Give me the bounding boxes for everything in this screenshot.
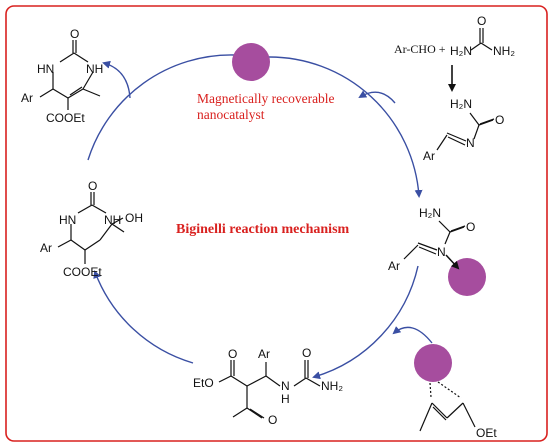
product-nh: NH: [86, 62, 103, 76]
open-urea-oxygen: O: [302, 346, 311, 360]
product-ester: COOEt: [46, 111, 85, 125]
cyclic-nh: NH: [104, 213, 121, 227]
imine-nitrogen: N: [466, 136, 475, 150]
open-ketone-oxygen: O: [268, 413, 277, 427]
product-aryl: Ar: [21, 91, 33, 105]
catalyst-label-line2: nanocatalyst: [197, 107, 265, 122]
open-amide-nitrogen: N: [281, 379, 290, 393]
reactant-urea-nh2: NH₂: [493, 44, 515, 58]
open-aryl: Ar: [258, 347, 270, 361]
activated-imine-nitrogen: N: [437, 245, 446, 259]
activated-imine-h2n: H₂N: [419, 206, 441, 220]
reactant-aldehyde: Ar-CHO +: [394, 42, 446, 56]
open-nh2: NH₂: [321, 379, 343, 393]
activated-imine-oxygen: O: [466, 220, 475, 234]
imine-oxygen: O: [495, 113, 504, 127]
cycle-branch-product-out: [102, 60, 131, 99]
cycle-arc-imine-to-open: [312, 265, 419, 380]
imine-h2n: H₂N: [450, 97, 472, 111]
cyclic-aryl: Ar: [40, 241, 52, 255]
catalytic-cycle: [87, 54, 433, 380]
reactant-urea-h2n: H₂N: [450, 44, 472, 58]
catalyst-sphere-ketoester: [414, 344, 452, 382]
bond-lines: [39, 28, 495, 432]
diagram-title: Biginelli reaction mechanism: [176, 222, 350, 237]
cyclic-carbonyl-oxygen: O: [88, 179, 97, 193]
cyclic-ester: COOEt: [63, 265, 102, 279]
cycle-arc-cyclic-to-catalyst: [87, 54, 235, 161]
cyclic-hn: HN: [59, 213, 76, 227]
imine-aryl: Ar: [423, 149, 435, 163]
cycle-arc-open-to-cyclic: [93, 270, 194, 364]
frame-border: [5, 5, 548, 442]
activated-imine-aryl: Ar: [388, 259, 400, 273]
cycle-arc-catalyst-to-imine: [267, 56, 423, 198]
reactant-urea-oxygen: O: [477, 14, 486, 28]
open-amide-hydrogen: H: [281, 392, 290, 406]
cycle-branch-ketoester-in: [392, 326, 433, 344]
cycle-branch-urea-in: [358, 90, 396, 104]
open-ester-eto: EtO: [193, 376, 214, 390]
product-hn: HN: [37, 62, 54, 76]
catalyst-label-line1: Magnetically recoverable: [197, 91, 335, 106]
product-carbonyl-oxygen: O: [70, 27, 79, 41]
catalyst-spheres: [232, 43, 486, 382]
chem-labels: Ar-CHO + H₂N NH₂ O H₂N O N Ar H₂N O N Ar…: [21, 14, 515, 440]
catalyst-sphere-top: [232, 43, 270, 81]
open-ester-oxygen: O: [228, 347, 237, 361]
ketoester-oet: OEt: [476, 426, 497, 440]
cyclic-hydroxyl: OH: [125, 211, 143, 225]
